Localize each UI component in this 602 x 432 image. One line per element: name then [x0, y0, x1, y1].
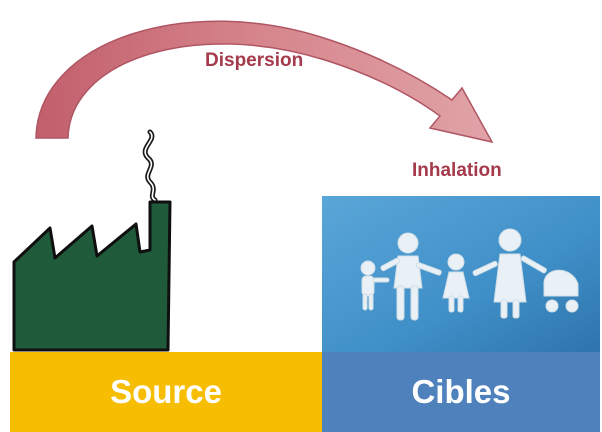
family-icon — [360, 228, 579, 321]
inhalation-label: Inhalation — [412, 160, 502, 181]
source-scene — [10, 129, 322, 432]
source-label: Source — [110, 373, 222, 410]
cibles-box — [322, 352, 600, 432]
source-box — [10, 352, 322, 432]
cibles-scene — [322, 196, 600, 432]
cibles-label: Cibles — [411, 373, 511, 410]
curved-arrow-icon — [35, 20, 494, 144]
dispersion-label: Dispersion — [205, 50, 304, 71]
factory-icon — [12, 200, 172, 352]
